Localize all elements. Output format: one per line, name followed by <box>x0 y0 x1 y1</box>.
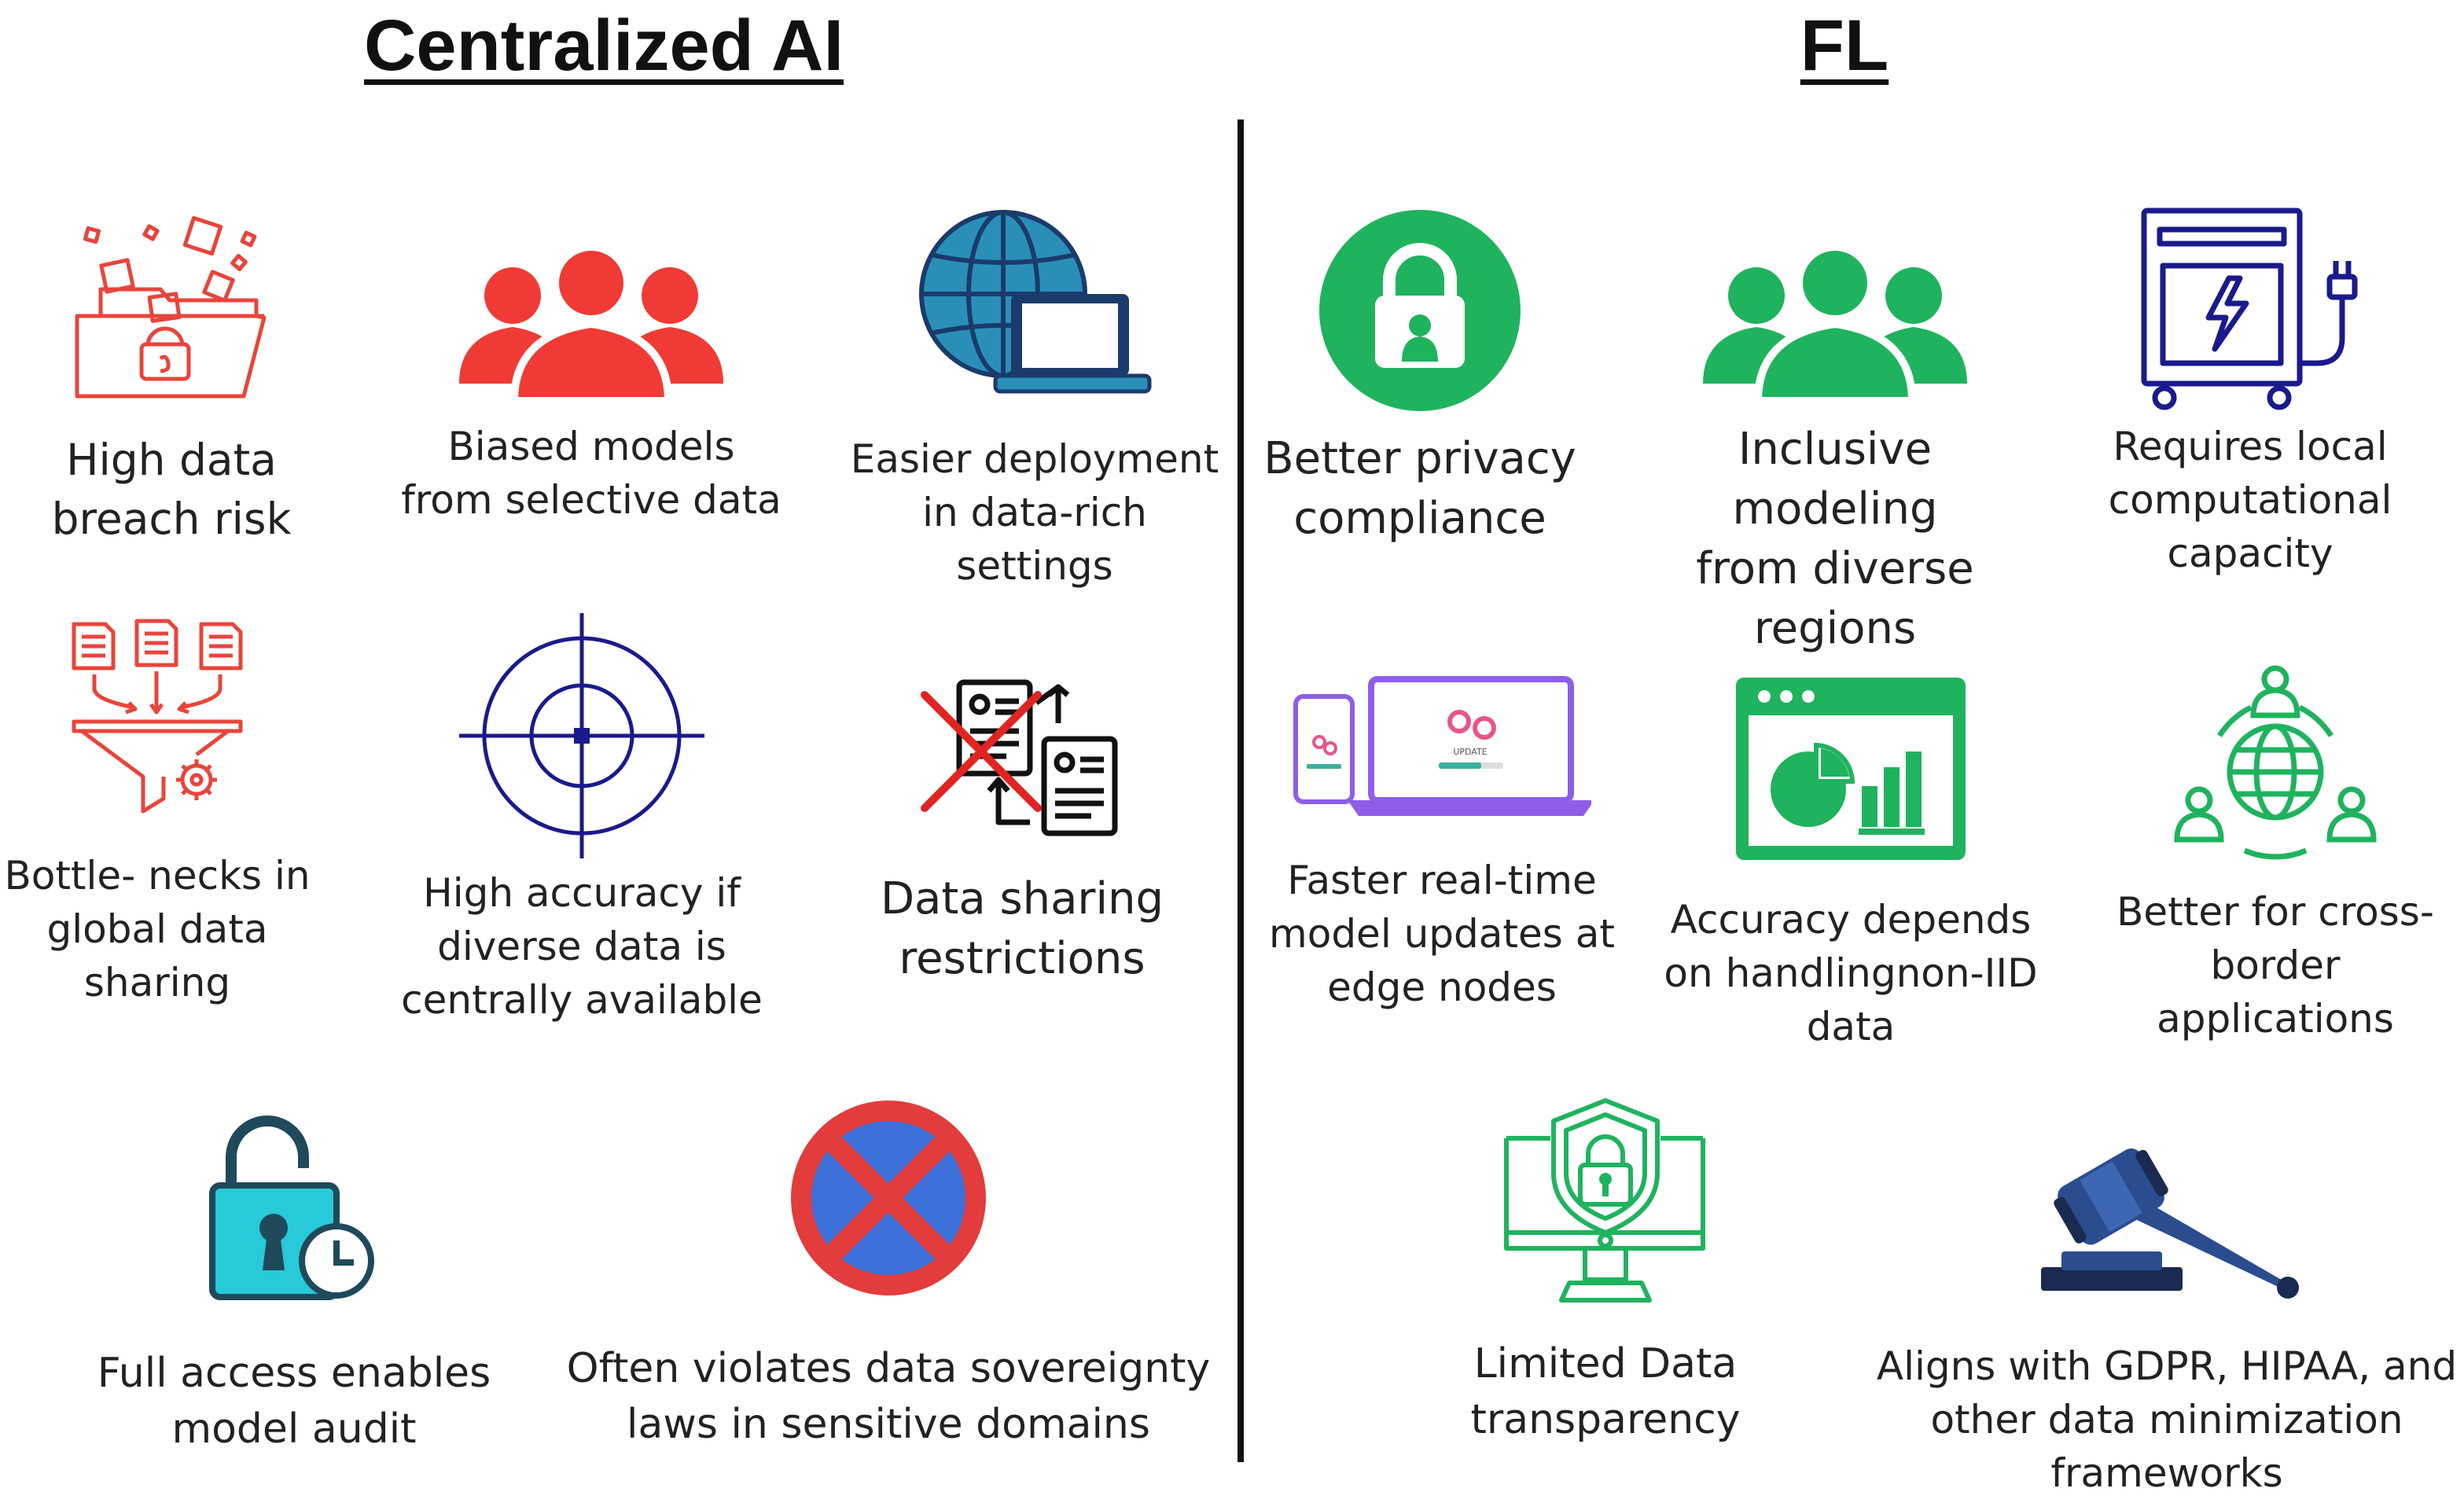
item-cross-border: Better for cross- border applications <box>2094 660 2456 1045</box>
update-screen-text: UPDATE <box>1453 747 1487 757</box>
item-often-violates: Often violates data sovereignty laws in … <box>566 1096 1211 1452</box>
folder-breach-icon <box>75 215 267 399</box>
item-high-data-breach-risk: High data breach risk <box>6 214 337 549</box>
label-data-sharing-restrictions: Data sharing restrictions <box>880 873 1164 985</box>
blocked-document-exchange-icon <box>921 679 1118 836</box>
heading-fl: FL <box>1800 6 1889 86</box>
item-bottlenecks: Bottle- necks in global data sharing <box>0 613 322 1009</box>
dashboard-chart-icon <box>1736 678 1966 860</box>
funnel-documents-icon <box>72 619 243 814</box>
item-aligns-gdpr: Aligns with GDPR, HIPAA, and other data … <box>1868 1135 2464 1500</box>
label-requires-local: Requires local computational capacity <box>2108 424 2392 576</box>
vertical-divider <box>1238 119 1244 1462</box>
item-biased-models: Biased models from selective data <box>395 244 788 527</box>
users-group-icon <box>1703 244 1967 401</box>
label-limited-transparency: Limited Data transparency <box>1470 1340 1741 1443</box>
label-high-data-breach-risk: High data breach risk <box>51 435 292 544</box>
item-requires-local: Requires local computational capacity <box>2069 206 2431 580</box>
label-high-accuracy: High accuracy if diverse data is central… <box>401 870 763 1023</box>
label-biased-models: Biased models from selective data <box>401 424 781 523</box>
crosshair-target-icon <box>459 613 704 858</box>
heading-centralized-ai: Centralized AI <box>363 6 844 86</box>
label-bottlenecks: Bottle- necks in global data sharing <box>4 853 311 1005</box>
globe-laptop-icon <box>919 210 1152 394</box>
item-full-access: Full access enables model audit <box>90 1110 498 1457</box>
label-inclusive-modeling: Inclusive modeling from diverse regions <box>1696 424 1974 655</box>
label-aligns-gdpr: Aligns with GDPR, HIPAA, and other data … <box>1876 1343 2458 1496</box>
globe-network-icon <box>2174 665 2377 860</box>
lock-circle-icon <box>1319 210 1521 411</box>
item-easier-deployment: Easier deployment in data-rich settings <box>846 208 1223 593</box>
item-accuracy-depends: Accuracy depends on handlingnon-IID data <box>1646 674 2055 1053</box>
device-update-icon: UPDATE <box>1293 676 1591 816</box>
item-better-privacy: Better privacy compliance <box>1247 208 1593 549</box>
item-inclusive-modeling: Inclusive modeling from diverse regions <box>1631 244 2039 660</box>
label-often-violates: Often violates data sovereignty laws in … <box>566 1345 1211 1448</box>
label-easier-deployment: Easier deployment in data-rich settings <box>850 436 1219 589</box>
label-faster-updates: Faster real-time model updates at edge n… <box>1269 858 1615 1010</box>
gavel-icon <box>2041 1148 2299 1299</box>
item-faster-updates: UPDATE Faster real-time model updates at… <box>1261 673 1623 1014</box>
label-better-privacy: Better privacy compliance <box>1263 433 1576 545</box>
shield-monitor-icon <box>1504 1098 1705 1303</box>
users-group-icon <box>459 244 723 401</box>
no-entry-sign-icon <box>791 1101 986 1295</box>
label-accuracy-depends: Accuracy depends on handlingnon-IID data <box>1664 897 2038 1049</box>
power-unit-icon <box>2141 208 2358 410</box>
label-full-access: Full access enables model audit <box>97 1350 491 1453</box>
item-high-accuracy: High accuracy if diverse data is central… <box>385 610 778 1027</box>
item-limited-transparency: Limited Data transparency <box>1432 1094 1778 1447</box>
item-data-sharing-restrictions: Data sharing restrictions <box>849 676 1195 989</box>
label-cross-border: Better for cross- border applications <box>2116 889 2434 1042</box>
unlocked-padlock-clock-icon <box>209 1115 374 1300</box>
